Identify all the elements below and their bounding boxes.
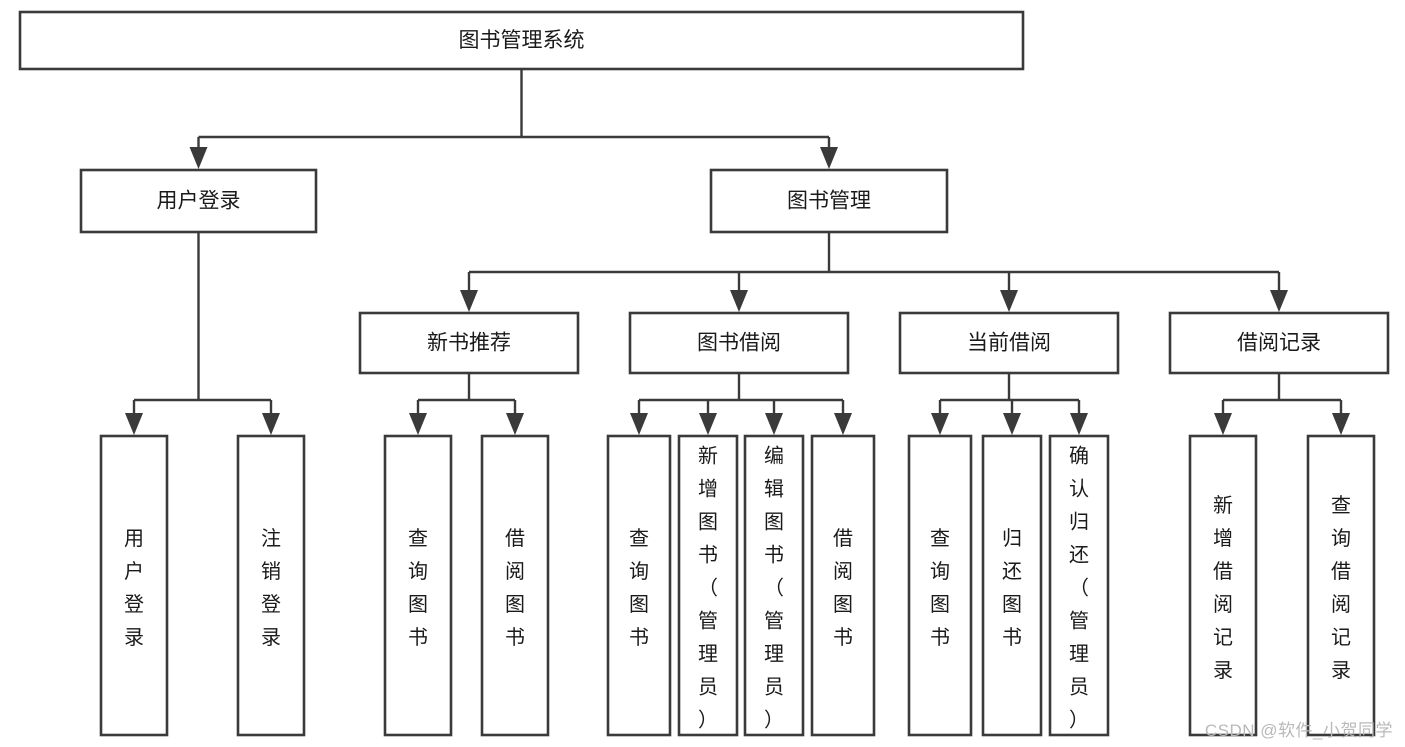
node-box[interactable] (677, 434, 739, 737)
node-label: 图书借阅 (697, 332, 781, 355)
node-box[interactable] (810, 434, 876, 737)
node-leaf-add-record[interactable]: 新增借阅记录 (1188, 434, 1258, 737)
node-root[interactable]: 图书管理系统 (18, 10, 1025, 71)
connector-group-new-book-rec (409, 373, 524, 435)
node-box[interactable] (383, 434, 453, 737)
node-box[interactable] (1048, 434, 1110, 737)
connector-group-borrow-record (1214, 373, 1350, 435)
node-label: 查询借阅记录 (1331, 494, 1351, 682)
node-box[interactable] (628, 311, 850, 375)
node-label: 新增借阅记录 (1213, 494, 1233, 682)
node-leaf-logout[interactable]: 注销登录 (236, 434, 306, 737)
node-box[interactable] (743, 434, 805, 737)
node-box[interactable] (79, 168, 318, 234)
node-label: 用户登录 (124, 528, 144, 649)
node-box[interactable] (709, 168, 949, 234)
node-layer: 图书管理系统用户登录图书管理新书推荐图书借阅当前借阅借阅记录用户登录注销登录查询… (18, 10, 1390, 737)
node-leaf-user-login[interactable]: 用户登录 (99, 434, 169, 737)
node-box[interactable] (480, 434, 550, 737)
node-leaf-query-book-1[interactable]: 查询图书 (383, 434, 453, 737)
csdn-watermark: CSDN @软件_小贺同学 (1204, 721, 1393, 740)
node-box[interactable] (1306, 434, 1376, 737)
node-label: 确认归还（管理员） (1069, 445, 1089, 732)
node-label: 图书管理系统 (459, 29, 585, 52)
node-leaf-add-book[interactable]: 新增图书（管理员） (677, 434, 739, 737)
connector-group-root (189, 69, 838, 169)
node-label: 编辑图书（管理员） (764, 445, 784, 732)
node-leaf-borrow-book-2[interactable]: 借阅图书 (810, 434, 876, 737)
node-current-borrow[interactable]: 当前借阅 (898, 311, 1120, 375)
node-label: 新增图书（管理员） (698, 445, 718, 732)
node-box[interactable] (1188, 434, 1258, 737)
node-box[interactable] (99, 434, 169, 737)
node-label: 借阅图书 (505, 527, 525, 649)
node-leaf-confirm-return[interactable]: 确认归还（管理员） (1048, 434, 1110, 737)
node-new-book-rec[interactable]: 新书推荐 (358, 311, 580, 375)
node-label: 新书推荐 (427, 332, 511, 355)
node-label: 查询图书 (629, 527, 649, 649)
connector-group-book-borrow (630, 373, 852, 435)
node-label: 图书管理 (787, 190, 871, 213)
node-label: 用户登录 (157, 190, 241, 213)
edge-layer (125, 69, 1350, 435)
node-label: 借阅记录 (1237, 332, 1321, 355)
node-box[interactable] (898, 311, 1120, 375)
node-box[interactable] (1168, 311, 1390, 375)
node-leaf-query-book-3[interactable]: 查询图书 (907, 434, 973, 737)
node-label: 查询图书 (930, 527, 950, 649)
node-borrow-record[interactable]: 借阅记录 (1168, 311, 1390, 375)
node-label: 当前借阅 (967, 332, 1051, 355)
connector-group-user-login (125, 232, 280, 435)
node-label: 注销登录 (261, 527, 281, 649)
connector-group-current-borrow (931, 373, 1088, 435)
node-leaf-query-book-2[interactable]: 查询图书 (606, 434, 672, 737)
node-box[interactable] (18, 10, 1025, 71)
node-book-manage[interactable]: 图书管理 (709, 168, 949, 234)
node-box[interactable] (907, 434, 973, 737)
node-leaf-return-book[interactable]: 归还图书 (981, 434, 1043, 737)
node-book-borrow[interactable]: 图书借阅 (628, 311, 850, 375)
node-leaf-query-record[interactable]: 查询借阅记录 (1306, 434, 1376, 737)
node-label: 查询图书 (408, 527, 428, 649)
node-label: 借阅图书 (833, 527, 853, 649)
node-box[interactable] (981, 434, 1043, 737)
node-box[interactable] (606, 434, 672, 737)
node-user-login[interactable]: 用户登录 (79, 168, 318, 234)
node-box[interactable] (236, 434, 306, 737)
node-leaf-edit-book[interactable]: 编辑图书（管理员） (743, 434, 805, 737)
node-leaf-borrow-book-1[interactable]: 借阅图书 (480, 434, 550, 737)
node-label: 归还图书 (1002, 527, 1022, 649)
node-box[interactable] (358, 311, 580, 375)
connector-group-book-manage (460, 232, 1288, 312)
